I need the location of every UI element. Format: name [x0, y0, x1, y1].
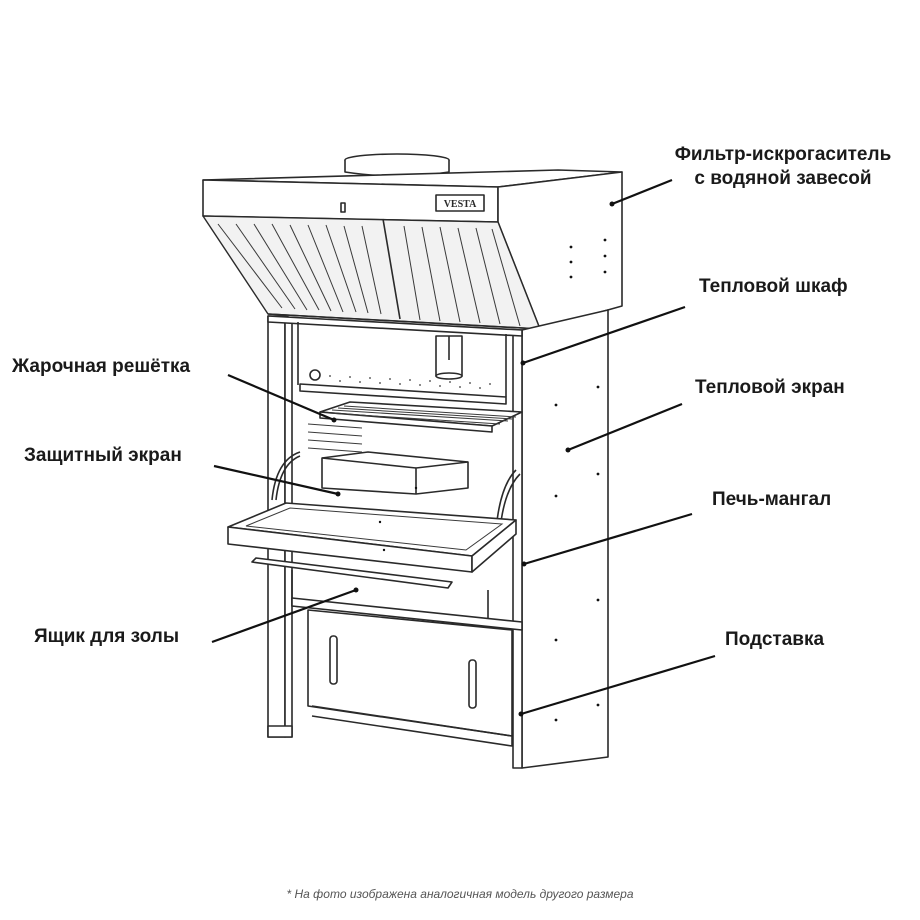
hood: VESTA [202, 153, 623, 330]
brand-logo: VESTA [444, 199, 477, 210]
label-heat-screen: Тепловой экран [695, 377, 845, 398]
frying-grate [319, 401, 523, 433]
label-filter-line2: с водяной завесой [694, 168, 872, 189]
label-stand: Подставка [725, 629, 825, 650]
label-protective-screen: Защитный экран [24, 445, 182, 466]
stand [267, 609, 513, 747]
protective-screen [227, 451, 521, 573]
ash-box [251, 557, 523, 631]
label-frying-grate: Жарочная решётка [12, 356, 191, 377]
footnote: * На фото изображена аналогичная модель … [286, 887, 634, 901]
label-filter: Фильтр-искрогаситель с водяной завесой [646, 143, 920, 191]
label-oven-brazier: Печь-мангал [712, 489, 832, 510]
leader-lines [211, 178, 716, 717]
heat-screen [307, 423, 469, 495]
label-ash-box: Ящик для золы [34, 626, 180, 647]
heat-cabinet [297, 322, 507, 405]
label-filter-line1: Фильтр-искрогаситель [674, 144, 892, 165]
filter-slats [217, 223, 521, 327]
label-heat-cabinet: Тепловой шкаф [699, 276, 848, 297]
